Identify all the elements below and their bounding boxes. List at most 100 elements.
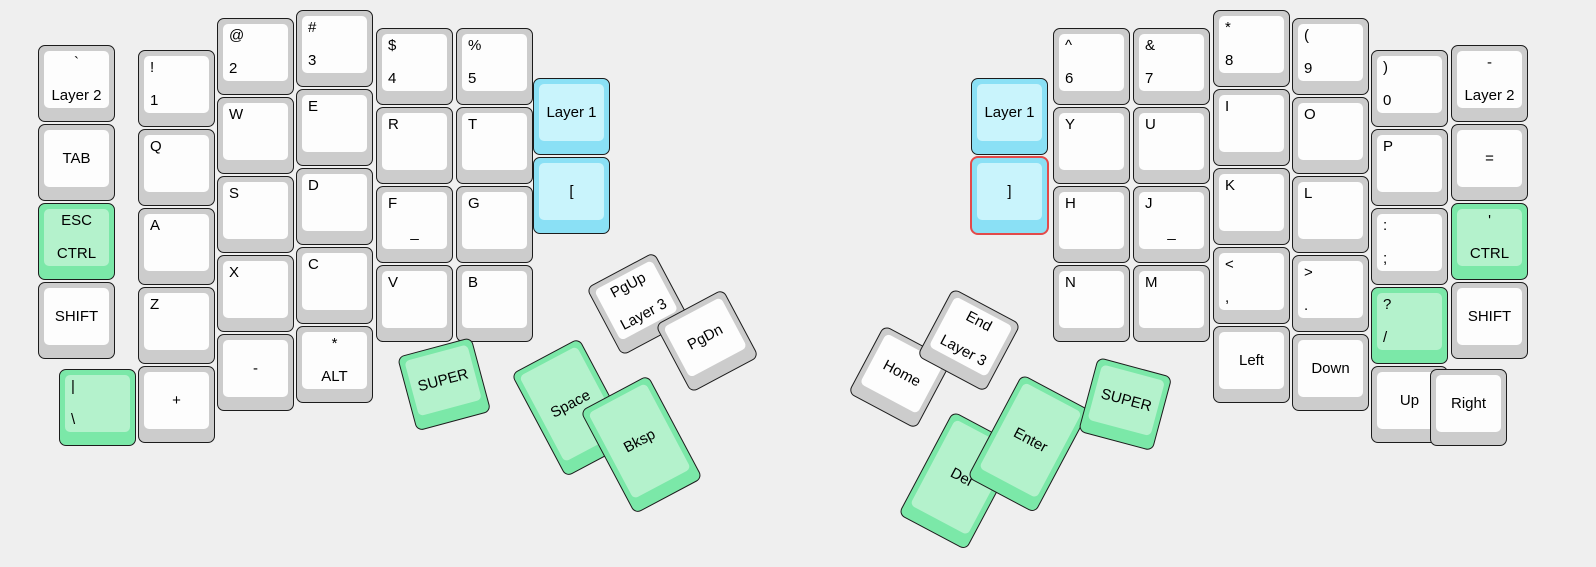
key-i[interactable]: I [1213, 89, 1290, 166]
key-equals[interactable]: = [1451, 124, 1528, 201]
key-d[interactable]: D [296, 168, 373, 245]
key-legend-main: / [1383, 329, 1388, 346]
key-star-alt[interactable]: *ALT [296, 326, 373, 403]
key-cap: N [1059, 271, 1124, 328]
key-at-2[interactable]: @2 [217, 18, 294, 95]
key-legend-top: | [71, 378, 75, 395]
key-bracket-left[interactable]: [ [533, 157, 610, 234]
key-cap: *8 [1219, 16, 1284, 73]
key-grave-layer2[interactable]: `Layer 2 [38, 45, 115, 122]
key-legend-top: ' [1488, 212, 1491, 229]
key-super-right[interactable]: SUPER [1078, 357, 1173, 452]
key-legend-top: F [388, 195, 398, 212]
key-w[interactable]: W [217, 97, 294, 174]
key-g[interactable]: G [456, 186, 533, 263]
key-cap: X [223, 261, 288, 318]
key-caret-6[interactable]: ^6 [1053, 28, 1130, 105]
key-bracket-right[interactable]: ] [971, 157, 1048, 234]
key-cap: F_ [382, 192, 447, 249]
key-cap: G [462, 192, 527, 249]
key-shift-right[interactable]: SHIFT [1451, 282, 1528, 359]
key-star-8[interactable]: *8 [1213, 10, 1290, 87]
key-dollar-4[interactable]: $4 [376, 28, 453, 105]
key-y[interactable]: Y [1053, 107, 1130, 184]
key-left-arrow[interactable]: Left [1213, 326, 1290, 403]
key-layer1-right[interactable]: Layer 1 [971, 78, 1048, 155]
key-q[interactable]: Q [138, 129, 215, 206]
key-c[interactable]: C [296, 247, 373, 324]
key-b[interactable]: B [456, 265, 533, 342]
key-paren-0[interactable]: )0 [1371, 50, 1448, 127]
key-paren-9[interactable]: (9 [1292, 18, 1369, 95]
key-cap: -Layer 2 [1457, 51, 1522, 108]
key-legend-top: ( [1304, 27, 1309, 44]
key-z[interactable]: Z [138, 287, 215, 364]
key-t[interactable]: T [456, 107, 533, 184]
key-m[interactable]: M [1133, 265, 1210, 342]
key-cap: ] [977, 163, 1042, 220]
key-cap: U [1139, 113, 1204, 170]
key-dash-layer2[interactable]: -Layer 2 [1451, 45, 1528, 122]
key-legend-main: ALT [321, 368, 348, 385]
key-legend-top: * [1225, 19, 1231, 36]
key-legend-top: I [1225, 98, 1230, 115]
key-cap: #3 [302, 16, 367, 73]
key-e[interactable]: E [296, 89, 373, 166]
key-percent-5[interactable]: %5 [456, 28, 533, 105]
key-legend-top: Y [1065, 116, 1076, 133]
key-cap: ^6 [1059, 34, 1124, 91]
key-cap: C [302, 253, 367, 310]
key-cap: K [1219, 174, 1284, 231]
key-s[interactable]: S [217, 176, 294, 253]
key-r[interactable]: R [376, 107, 453, 184]
key-legend-main: CTRL [1469, 245, 1510, 262]
key-quote-ctrl[interactable]: ' CTRL [1451, 203, 1528, 280]
key-lt-comma[interactable]: <, [1213, 247, 1290, 324]
key-cap: W [223, 103, 288, 160]
key-legend-top: ) [1383, 59, 1388, 76]
key-colon-semi[interactable]: :; [1371, 208, 1448, 285]
key-legend-top: T [468, 116, 478, 133]
key-x[interactable]: X [217, 255, 294, 332]
key-cap: Enter [978, 382, 1082, 499]
key-o[interactable]: O [1292, 97, 1369, 174]
key-pipe-backslash[interactable]: |\ [59, 369, 136, 446]
key-k[interactable]: K [1213, 168, 1290, 245]
key-h[interactable]: H [1053, 186, 1130, 263]
key-p[interactable]: P [1371, 129, 1448, 206]
key-cap: Bksp [588, 382, 692, 500]
key-legend-main: SUPER [415, 364, 471, 395]
key-cap: P [1377, 135, 1442, 192]
key-legend-top: C [308, 256, 319, 273]
key-l[interactable]: L [1292, 176, 1369, 253]
key-cap: SUPER [1087, 364, 1166, 437]
key-cap: TAB [44, 130, 109, 187]
key-bang-1[interactable]: !1 [138, 50, 215, 127]
key-cap: >. [1298, 261, 1363, 318]
key-down-arrow[interactable]: Down [1292, 334, 1369, 411]
key-gt-period[interactable]: >. [1292, 255, 1369, 332]
key-layer1-left[interactable]: Layer 1 [533, 78, 610, 155]
key-u[interactable]: U [1133, 107, 1210, 184]
key-super-left[interactable]: SUPER [397, 337, 492, 432]
key-f[interactable]: F_ [376, 186, 453, 263]
key-n[interactable]: N [1053, 265, 1130, 342]
key-cap: + [144, 372, 209, 429]
key-cap: O [1298, 103, 1363, 160]
key-question-slash[interactable]: ?/ [1371, 287, 1448, 364]
key-plus[interactable]: + [138, 366, 215, 443]
key-tab[interactable]: TAB [38, 124, 115, 201]
key-shift-left[interactable]: SHIFT [38, 282, 115, 359]
key-minus[interactable]: - [217, 334, 294, 411]
key-legend-top: O [1304, 106, 1316, 123]
key-right-arrow[interactable]: Right [1430, 369, 1507, 446]
key-v[interactable]: V [376, 265, 453, 342]
key-amp-7[interactable]: &7 [1133, 28, 1210, 105]
key-cap: Y [1059, 113, 1124, 170]
key-j[interactable]: J_ [1133, 186, 1210, 263]
key-a[interactable]: A [138, 208, 215, 285]
key-hash-3[interactable]: #3 [296, 10, 373, 87]
